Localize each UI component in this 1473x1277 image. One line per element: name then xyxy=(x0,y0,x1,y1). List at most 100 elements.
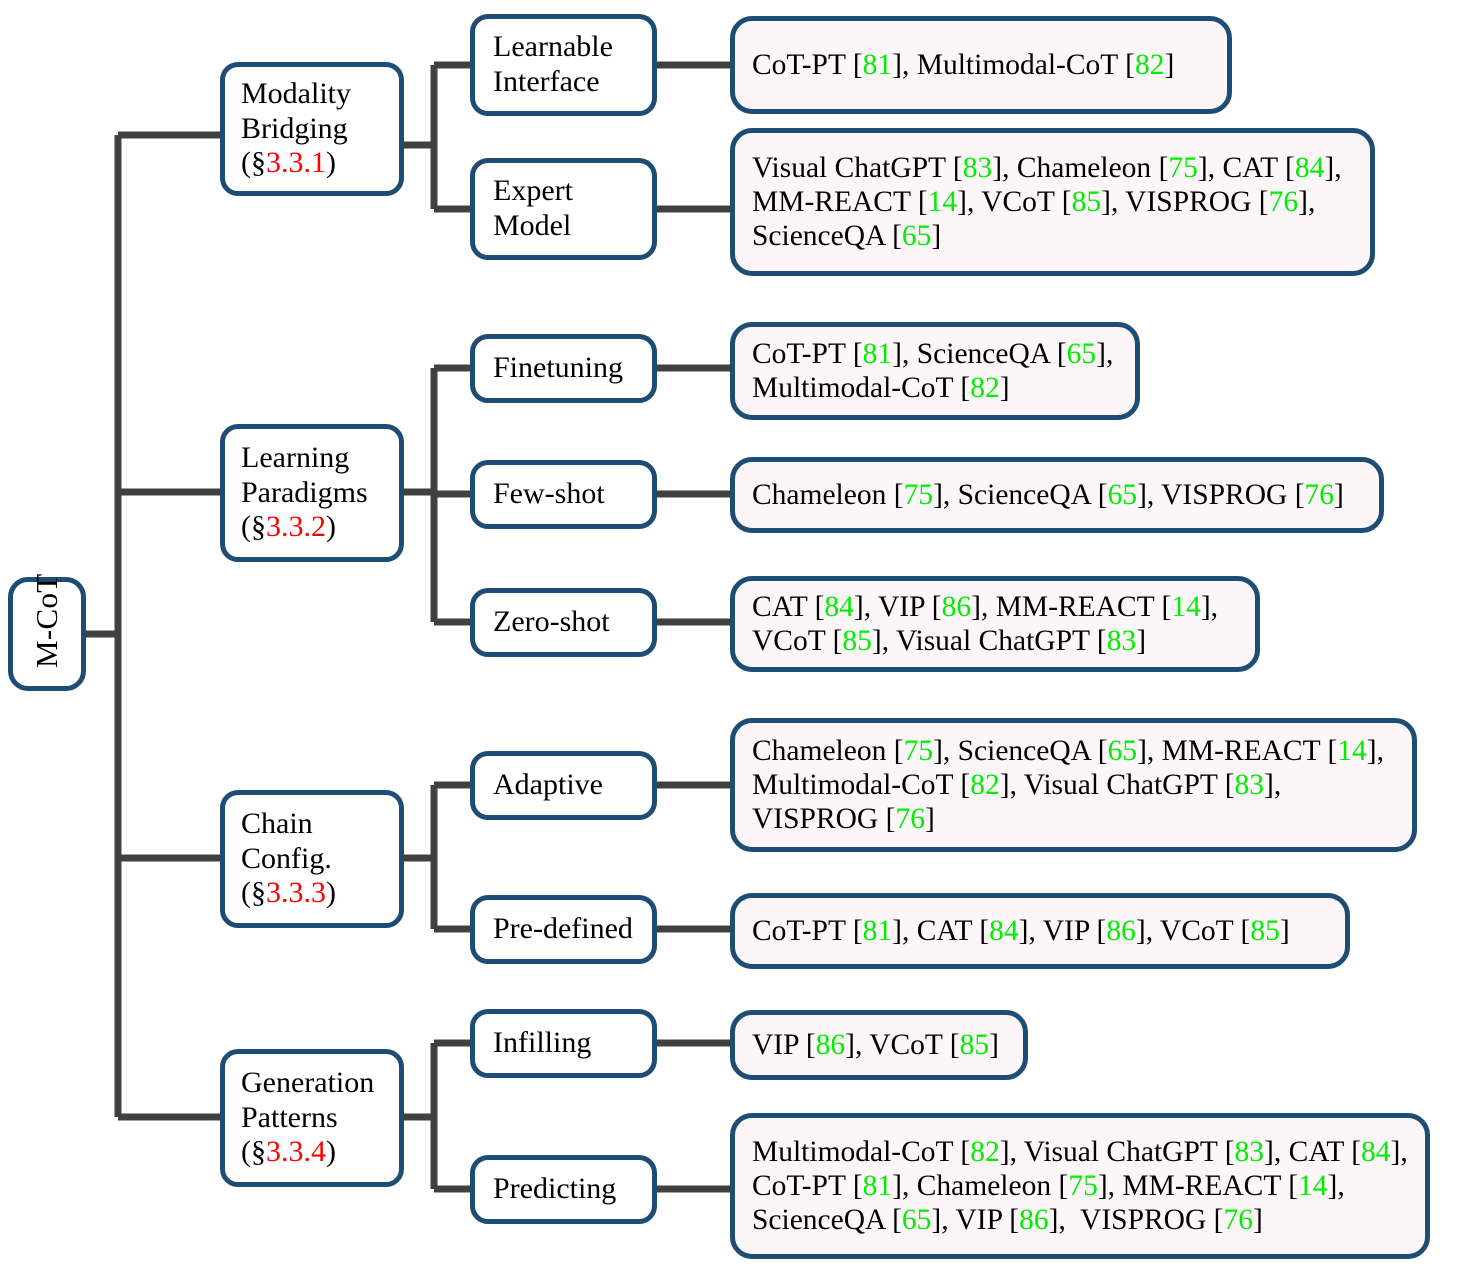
citation-number: 65 xyxy=(1107,734,1138,767)
works-pre-defined[interactable]: CoT-PT [81], CAT [84], VIP [86], VCoT [8… xyxy=(730,893,1350,969)
citation-number: 85 xyxy=(959,1028,990,1061)
citation-number: 75 xyxy=(903,734,934,767)
work-name: [ xyxy=(960,1135,971,1168)
work-name: [ xyxy=(1224,768,1235,801)
works-few-shot[interactable]: Chameleon [75], ScienceQA [65], VISPROG … xyxy=(730,457,1384,533)
citation-number: 85 xyxy=(842,625,872,657)
work-name: CoT-PT xyxy=(752,914,853,947)
work-name: , CAT xyxy=(902,914,980,947)
work-name: ] xyxy=(957,185,967,218)
method-learnable-interface[interactable]: Learnable Interface xyxy=(470,14,657,116)
work-name: ] xyxy=(931,1204,942,1237)
work-name: ] xyxy=(1200,590,1211,623)
work-name: ] xyxy=(1264,768,1274,801)
work-name: [ xyxy=(960,372,971,404)
work-name: ScienceQA xyxy=(752,1204,893,1237)
method-adaptive[interactable]: Adaptive xyxy=(470,751,657,820)
works-predicting[interactable]: Multimodal-CoT [82], Visual ChatGPT [83]… xyxy=(730,1113,1430,1259)
works-zero-shot[interactable]: CAT [84], VIP [86], MM-REACT [14],VCoT [… xyxy=(730,576,1260,672)
work-name: , xyxy=(1273,768,1282,801)
work-name: Chameleon xyxy=(752,478,894,511)
citation-number: 82 xyxy=(970,768,1000,801)
work-name: [ xyxy=(949,1028,960,1061)
works-expert-model[interactable]: Visual ChatGPT [83], Chameleon [75], CAT… xyxy=(730,128,1375,276)
citation-number: 82 xyxy=(970,1135,1000,1168)
work-name: [ xyxy=(1058,1169,1069,1202)
method-zero-shot[interactable]: Zero-shot xyxy=(470,588,657,657)
work-name: ] xyxy=(1197,151,1208,184)
category-title-line1: Generation xyxy=(241,1065,375,1099)
work-name: ] xyxy=(1324,151,1335,184)
work-name: , CAT xyxy=(1207,151,1286,184)
work-name: [ xyxy=(1240,914,1251,947)
work-name: CoT-PT xyxy=(752,337,853,370)
work-name: ] xyxy=(992,151,1003,184)
work-name: CoT-PT xyxy=(752,1169,853,1202)
category-title-line2: Config. xyxy=(241,841,332,875)
work-name: ] xyxy=(933,734,943,767)
citation-number: 65 xyxy=(1066,337,1097,370)
citation-number: 84 xyxy=(989,914,1019,947)
work-name: , VIP xyxy=(1028,914,1097,947)
method-pre-defined[interactable]: Pre-defined xyxy=(470,895,657,964)
works-text: CoT-PT [81], ScienceQA [65],Multimodal-C… xyxy=(752,337,1119,405)
citation-number: 81 xyxy=(862,914,893,947)
work-name: [ xyxy=(814,590,825,623)
method-label: Zero-shot xyxy=(493,605,610,639)
work-name: [ xyxy=(852,914,863,947)
work-name: CAT xyxy=(752,590,815,623)
method-label-line2: Model xyxy=(493,209,572,242)
category-generation-patterns[interactable]: Generation Patterns (§3.3.4) xyxy=(220,1049,404,1187)
work-name: [ xyxy=(885,803,896,836)
work-name: ] xyxy=(999,768,1010,801)
works-adaptive[interactable]: Chameleon [75], ScienceQA [65], MM-REACT… xyxy=(730,718,1417,852)
method-expert-model[interactable]: Expert Model xyxy=(470,158,657,260)
work-name: [ xyxy=(1224,1135,1235,1168)
root-node-m-cot[interactable]: M-CoT xyxy=(8,573,86,691)
work-name: [ xyxy=(1294,478,1305,511)
work-name: [ xyxy=(1061,185,1072,218)
work-name: [ xyxy=(1056,337,1067,370)
work-name: [ xyxy=(1327,734,1338,767)
works-text: CoT-PT [81], CAT [84], VIP [86], VCoT [8… xyxy=(752,914,1329,948)
work-name: [ xyxy=(893,478,904,511)
category-title-line2: Bridging xyxy=(241,111,348,145)
category-section-suffix: ) xyxy=(326,876,336,910)
work-name: ] xyxy=(931,220,942,253)
category-section-prefix: (§ xyxy=(241,1135,266,1169)
works-learnable-interface[interactable]: CoT-PT [81], Multimodal-CoT [82] xyxy=(730,16,1232,114)
citation-number: 86 xyxy=(941,590,972,623)
category-section-number: 3.3.3 xyxy=(266,876,326,910)
method-predicting[interactable]: Predicting xyxy=(470,1155,657,1224)
work-name: , MM-REACT xyxy=(1107,1169,1289,1202)
category-chain-config[interactable]: Chain Config. (§3.3.3) xyxy=(220,790,404,928)
method-few-shot[interactable]: Few-shot xyxy=(470,460,657,529)
category-modality-bridging[interactable]: Modality Bridging (§3.3.1) xyxy=(220,62,404,196)
method-infilling[interactable]: Infilling xyxy=(470,1009,657,1078)
work-name: VCoT xyxy=(752,625,833,657)
work-name: , VISPROG xyxy=(1146,478,1295,511)
work-name: ] xyxy=(871,625,882,657)
works-finetuning[interactable]: CoT-PT [81], ScienceQA [65],Multimodal-C… xyxy=(730,322,1140,420)
work-name: , VCoT xyxy=(966,185,1062,218)
works-infilling[interactable]: VIP [86], VCoT [85] xyxy=(730,1010,1028,1080)
work-name: Multimodal-CoT xyxy=(752,768,961,801)
category-learning-paradigms[interactable]: Learning Paradigms (§3.3.2) xyxy=(220,424,404,562)
method-label: Infilling xyxy=(493,1026,592,1060)
category-section-prefix: (§ xyxy=(241,146,266,180)
method-label-line2: Interface xyxy=(493,65,600,98)
citation-number: 75 xyxy=(903,478,934,511)
work-name: [ xyxy=(852,1169,863,1202)
citation-number: 14 xyxy=(1171,590,1201,623)
work-name: [ xyxy=(1096,914,1107,947)
category-section-number: 3.3.1 xyxy=(266,146,326,180)
work-name: , xyxy=(1307,185,1316,218)
work-name: ] xyxy=(892,48,902,81)
citation-number: 84 xyxy=(1294,151,1325,184)
work-name: [ xyxy=(931,590,942,623)
method-finetuning[interactable]: Finetuning xyxy=(470,334,657,403)
work-name: ] xyxy=(1264,1135,1274,1168)
category-section-suffix: ) xyxy=(326,510,336,544)
citation-number: 83 xyxy=(1106,625,1137,657)
